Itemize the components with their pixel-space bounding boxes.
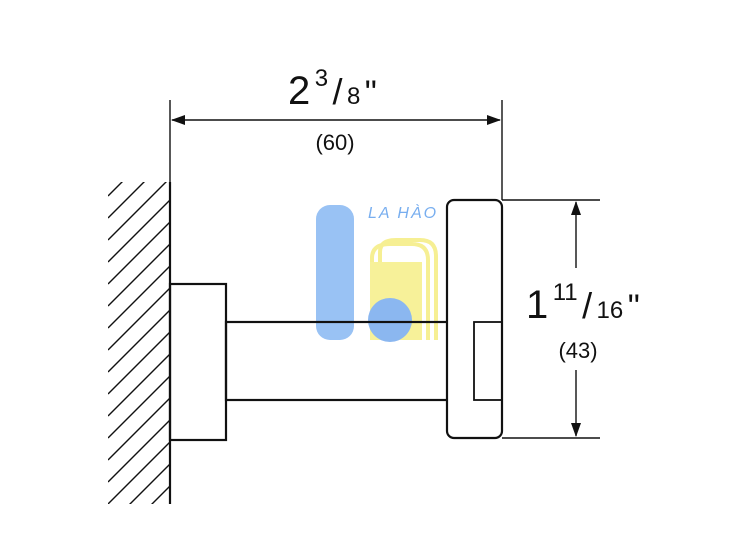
height-whole: 1 (526, 283, 548, 327)
wall-hatching (108, 182, 170, 504)
hook-end-cap (445, 198, 504, 440)
width-denominator: 8 (347, 83, 360, 110)
width-unit: " (365, 74, 377, 112)
width-imperial-label: 2 3 / 8 " (288, 65, 377, 113)
height-slash: / (582, 285, 592, 326)
width-whole: 2 (288, 69, 310, 113)
mounting-base (168, 282, 228, 442)
height-unit: " (628, 288, 640, 326)
width-metric-label: (60) (315, 130, 354, 155)
height-imperial-label: 1 11 / 16 " (526, 279, 640, 327)
watermark-blue-bar (316, 205, 354, 340)
height-numerator: 11 (553, 279, 578, 306)
arm-end-face (473, 321, 503, 401)
width-slash: / (333, 71, 343, 112)
height-dimension: 1 11 / 16 " (43) (502, 199, 640, 439)
height-metric-label: (43) (558, 338, 597, 363)
watermark-logo: LA HÀO (316, 203, 438, 342)
width-dimension: 2 3 / 8 " (60) (169, 65, 503, 200)
watermark-blue-dot (368, 298, 412, 342)
height-denominator: 16 (597, 297, 624, 324)
watermark-yellow-arches (370, 238, 438, 340)
watermark-text: LA HÀO (368, 203, 438, 222)
width-numerator: 3 (315, 65, 328, 92)
